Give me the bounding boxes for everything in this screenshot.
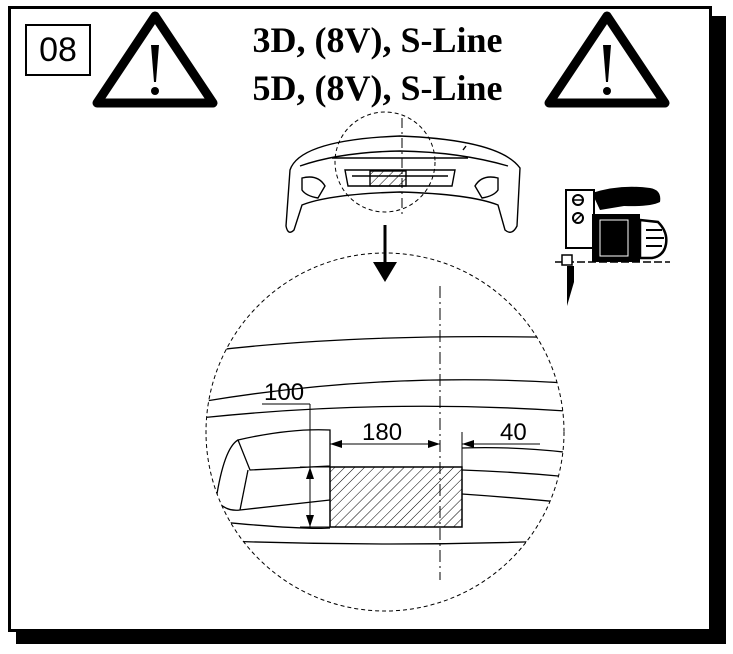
detail-circle-small	[334, 111, 436, 213]
dimension-offset: 40	[500, 419, 527, 446]
title-line-2: 5D, (8V), S-Line	[252, 68, 503, 108]
step-number: 08	[25, 24, 91, 76]
dimension-lines	[262, 403, 540, 528]
dimension-height: 100	[264, 379, 304, 406]
jigsaw-icon	[555, 186, 670, 306]
bumper-overview	[285, 135, 521, 233]
warning-triangle-icon	[544, 11, 670, 108]
dimension-width: 180	[362, 419, 402, 446]
cut-area	[329, 466, 463, 528]
dimension-arrows	[306, 440, 474, 527]
arrow-down-icon	[373, 225, 397, 282]
detail-circle-large	[205, 252, 565, 612]
title-line-1: 3D, (8V), S-Line	[252, 20, 503, 60]
warning-triangle-icon	[92, 11, 218, 108]
